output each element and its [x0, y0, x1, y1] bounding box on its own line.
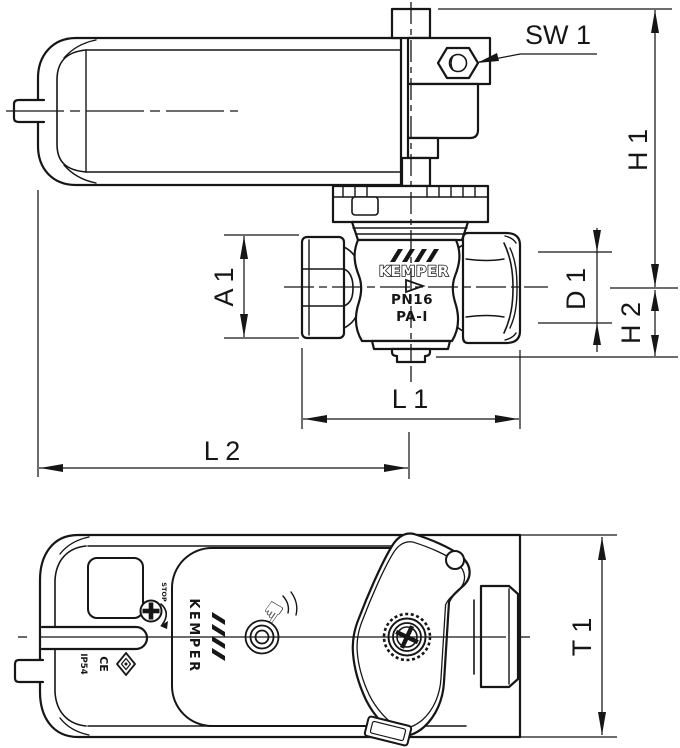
valve-right-port — [449, 231, 522, 345]
display-window — [87, 557, 144, 619]
valve-brand-text: KEMPER — [379, 264, 449, 280]
valve-bonnet — [350, 220, 470, 242]
dimension-d1: D 1 — [538, 228, 612, 352]
kemper-logo-slashes — [390, 249, 439, 262]
hex-nut-icon — [436, 46, 480, 80]
side-view: KEMPER PN16 PA-I SW 1 H 1 — [6, 2, 678, 479]
shaft-stub-plan — [13, 658, 45, 684]
adjustment-screw: STOP — [139, 582, 168, 629]
type-code-text: PA-I — [396, 309, 428, 325]
dimension-h1: H 1 — [438, 8, 678, 289]
flange-serration-ticks — [342, 185, 476, 198]
flow-direction-triangle-icon — [405, 278, 426, 294]
dimension-label-sw1: SW 1 — [525, 20, 591, 50]
dimension-label-l2: L 2 — [204, 436, 241, 466]
kemper-logo-slashes-plan — [212, 612, 225, 661]
dimension-t1: T 1 — [567, 537, 606, 735]
dimension-a1: A 1 — [209, 234, 299, 339]
valve-body: KEMPER PN16 PA-I — [353, 238, 461, 364]
certification-marks: IP54 CE — [78, 651, 137, 677]
dimension-label-h1: H 1 — [623, 129, 653, 171]
ce-mark-text: CE — [97, 656, 110, 672]
flange-hole — [445, 550, 465, 570]
valve-stem — [400, 156, 432, 188]
dimension-label-d1: D 1 — [561, 268, 591, 310]
dimension-h2: H 2 — [436, 290, 678, 358]
stop-label: STOP — [160, 582, 168, 602]
dimension-l2: L 2 — [37, 190, 410, 479]
centerlines-side — [6, 2, 548, 382]
ip-rating-text: IP54 — [78, 653, 88, 674]
plan-view: STOP IP54 CE KEMPER — [13, 532, 617, 747]
stop-turn-arc-icon — [160, 603, 168, 626]
kemper-logo-plan: KEMPER — [186, 598, 225, 674]
dimension-label-l1: L 1 — [392, 384, 429, 414]
dimension-l1: L 1 — [301, 348, 521, 429]
pressure-rating-text: PN16 — [391, 292, 433, 308]
dimension-sw1: SW 1 — [477, 20, 597, 63]
actuator-brand-text: KEMPER — [186, 598, 201, 673]
dimension-label-t1: T 1 — [567, 618, 597, 657]
dimension-label-h2: H 2 — [616, 302, 646, 344]
flange-notch — [351, 196, 379, 216]
dimension-label-a1: A 1 — [209, 267, 239, 306]
sw1-leader-arrow — [477, 53, 499, 63]
dvgw-diamond-icon — [115, 651, 137, 677]
cable-slot — [40, 625, 149, 651]
bottom-tab — [363, 715, 413, 747]
